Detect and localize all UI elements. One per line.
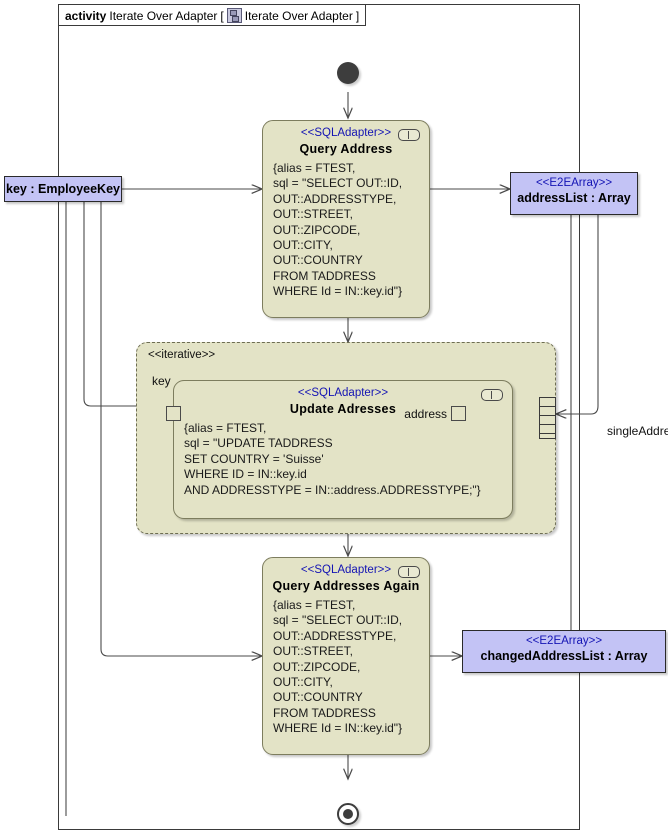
expansion-node-segment	[540, 434, 555, 442]
expansion-node-segment	[540, 416, 555, 425]
frame-title: Iterate Over Adapter	[109, 8, 218, 23]
frame-keyword: activity	[65, 8, 107, 23]
object-label: changedAddressList : Array	[480, 649, 648, 663]
object-node-changed-address-list[interactable]: <<E2EArray>> changedAddressList : Array	[462, 630, 666, 673]
frame-bracket-open: [	[220, 8, 224, 23]
frame-ref-name: Iterate Over Adapter	[244, 8, 353, 23]
expansion-node-segment	[540, 425, 555, 434]
object-node-address-list[interactable]: <<E2EArray>> addressList : Array	[510, 172, 638, 215]
input-pin-key[interactable]	[166, 406, 181, 421]
action-name: Query Addresses Again	[272, 579, 420, 593]
action-update-addresses[interactable]: <<SQLAdapter>> Update Adresses {alias = …	[173, 380, 513, 519]
stereotype-label: <<SQLAdapter>>	[300, 127, 392, 139]
action-body: {alias = FTEST, sql = "SELECT OUT::ID, O…	[273, 598, 403, 736]
subactivity-rake-icon	[481, 389, 503, 401]
input-pin-key-label: key	[152, 374, 171, 388]
expansion-node[interactable]	[539, 397, 556, 439]
activity-frame	[58, 4, 580, 830]
initial-node	[337, 62, 359, 84]
activity-frame-header: activity Iterate Over Adapter [ Iterate …	[59, 5, 367, 26]
edge-label-single-address: singleAddress	[607, 424, 668, 438]
object-node-key[interactable]: key : EmployeeKey	[4, 176, 122, 202]
activity-diagram-icon	[226, 8, 242, 23]
action-name: Query Address	[299, 142, 393, 156]
stereotype-label: <<SQLAdapter>>	[300, 564, 392, 576]
frame-bracket-close: ]	[355, 8, 360, 23]
object-label: key : EmployeeKey	[6, 182, 120, 196]
expansion-node-segment	[540, 398, 555, 407]
input-pin-address[interactable]	[451, 406, 466, 421]
stereotype-label: <<SQLAdapter>>	[297, 387, 389, 399]
action-query-address[interactable]: <<SQLAdapter>> Query Address {alias = FT…	[262, 120, 430, 318]
subactivity-rake-icon	[398, 566, 420, 578]
activity-final-node	[337, 803, 359, 825]
subactivity-rake-icon	[398, 129, 420, 141]
action-body: {alias = FTEST, sql = "UPDATE TADDRESS S…	[184, 421, 481, 497]
expansion-node-segment	[540, 407, 555, 416]
action-name: Update Adresses	[289, 402, 397, 416]
input-pin-address-label: address	[404, 407, 447, 421]
action-body: {alias = FTEST, sql = "SELECT OUT::ID, O…	[273, 161, 403, 299]
action-query-addresses-again[interactable]: <<SQLAdapter>> Query Addresses Again {al…	[262, 557, 430, 755]
stereotype-label: <<E2EArray>>	[535, 177, 613, 189]
object-label: addressList : Array	[517, 191, 631, 205]
stereotype-label: <<E2EArray>>	[525, 635, 603, 647]
region-stereotype-label: <<iterative>>	[148, 349, 216, 361]
